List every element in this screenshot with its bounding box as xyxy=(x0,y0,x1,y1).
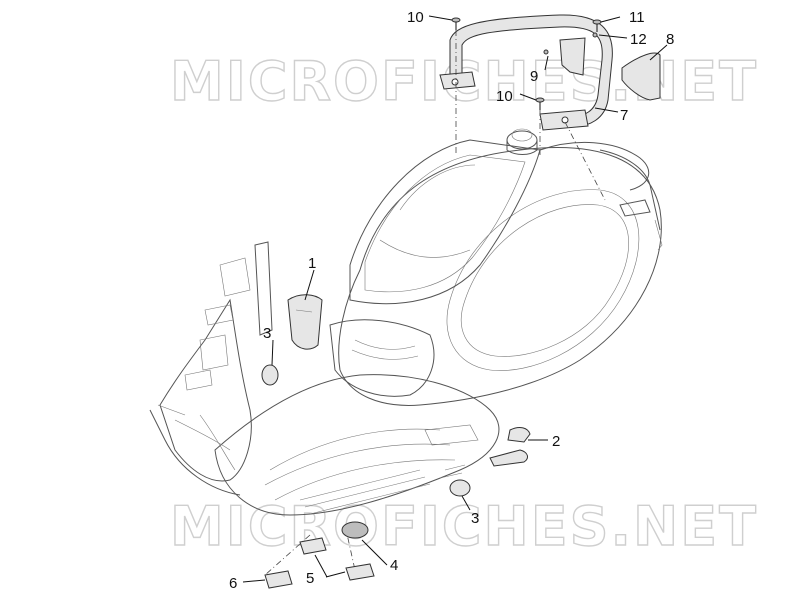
callout-9: 9 xyxy=(530,68,538,85)
callout-7: 7 xyxy=(620,107,628,124)
rear-rack xyxy=(439,14,613,131)
washer-9 xyxy=(543,49,549,55)
callout-10-mid: 10 xyxy=(496,88,513,105)
callout-4: 4 xyxy=(390,557,398,574)
screw-11 xyxy=(592,19,602,32)
part-5-pad-lower xyxy=(345,563,375,581)
callout-10-top: 10 xyxy=(407,9,424,26)
callout-1: 1 xyxy=(308,255,316,272)
part-6-pad xyxy=(264,570,293,589)
part-5-pad-upper xyxy=(299,537,327,555)
watermark-bottom: MICROFICHES.NET xyxy=(170,495,758,558)
callout-5: 5 xyxy=(306,570,314,587)
leader-lines xyxy=(242,15,668,583)
callout-12: 12 xyxy=(630,31,647,48)
assembly-lines xyxy=(264,30,606,576)
part-1-cover xyxy=(287,294,323,350)
callout-3-left: 3 xyxy=(263,325,271,342)
screw-10-top xyxy=(451,17,461,30)
scooter-body xyxy=(149,128,663,516)
callout-3-right: 3 xyxy=(471,510,479,527)
part-4-plug xyxy=(341,521,369,539)
part-2-trim-upper xyxy=(507,426,531,443)
part-3-grommet-right xyxy=(449,479,471,497)
callout-6: 6 xyxy=(229,575,237,592)
washer-12 xyxy=(592,32,598,38)
part-2-trim-lower xyxy=(489,449,528,467)
callout-11: 11 xyxy=(629,9,645,26)
callout-8: 8 xyxy=(666,31,674,48)
rack-cover xyxy=(621,52,661,101)
screw-10-mid xyxy=(535,97,545,110)
part-3-grommet-left xyxy=(261,364,279,386)
callout-2: 2 xyxy=(552,433,560,450)
rack-bracket xyxy=(559,37,586,76)
